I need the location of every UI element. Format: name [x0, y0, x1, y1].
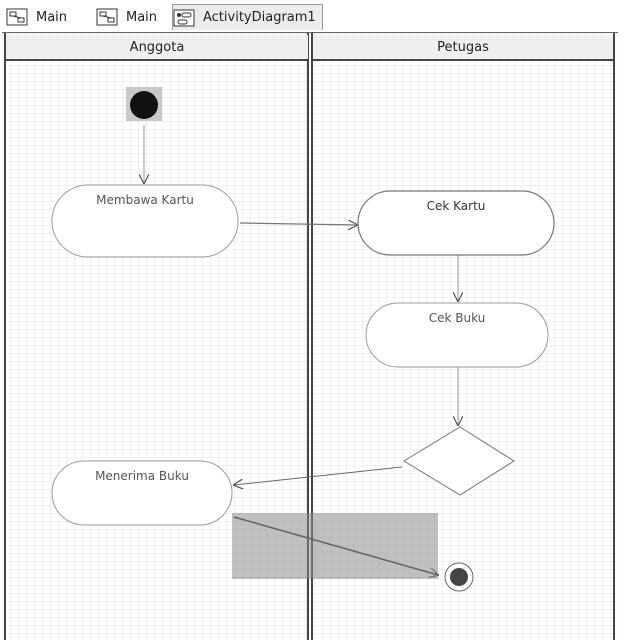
tab-main-1[interactable]: Main: [6, 4, 67, 30]
action-cek-buku[interactable]: [365, 302, 549, 368]
decision-node[interactable]: [403, 426, 515, 496]
end-node-center: [450, 568, 468, 586]
tab-label: Main: [126, 9, 158, 25]
action-label: Cek Buku: [428, 311, 486, 325]
swimlane-header-petugas[interactable]: Petugas: [313, 35, 613, 61]
tab-label: Main: [36, 9, 68, 25]
diagram-icon: [6, 8, 28, 26]
diagram-tab-bar: Main Main Activi: [0, 0, 640, 32]
action-cek-kartu[interactable]: [357, 190, 555, 256]
diagram-icon: [96, 8, 118, 26]
tab-activitydiagram1[interactable]: ActivityDiagram1: [172, 4, 323, 30]
control-flow-membawa-to-cek-kartu[interactable]: [239, 223, 357, 225]
action-label: Cek Kartu: [426, 199, 486, 213]
action-menerima-buku[interactable]: [51, 460, 233, 526]
tab-main-2[interactable]: Main: [96, 4, 157, 30]
activity-diagram-icon: [173, 9, 195, 27]
action-label: Membawa Kartu: [96, 193, 194, 207]
action-membawa-kartu[interactable]: [51, 184, 239, 258]
swimlane-label: Anggota: [129, 39, 185, 55]
start-node[interactable]: [130, 91, 158, 119]
swimlane-header-anggota[interactable]: Anggota: [6, 35, 308, 61]
action-label: Menerima Buku: [95, 469, 189, 483]
selection-marquee: [232, 513, 438, 579]
tab-label: ActivityDiagram1: [203, 10, 316, 25]
swimlane-label: Petugas: [437, 39, 489, 55]
control-flow-decision-to-menerima[interactable]: [234, 466, 403, 485]
diagram-canvas[interactable]: Anggota Petugas Membawa Kartu Cek Kartu …: [2, 32, 618, 640]
